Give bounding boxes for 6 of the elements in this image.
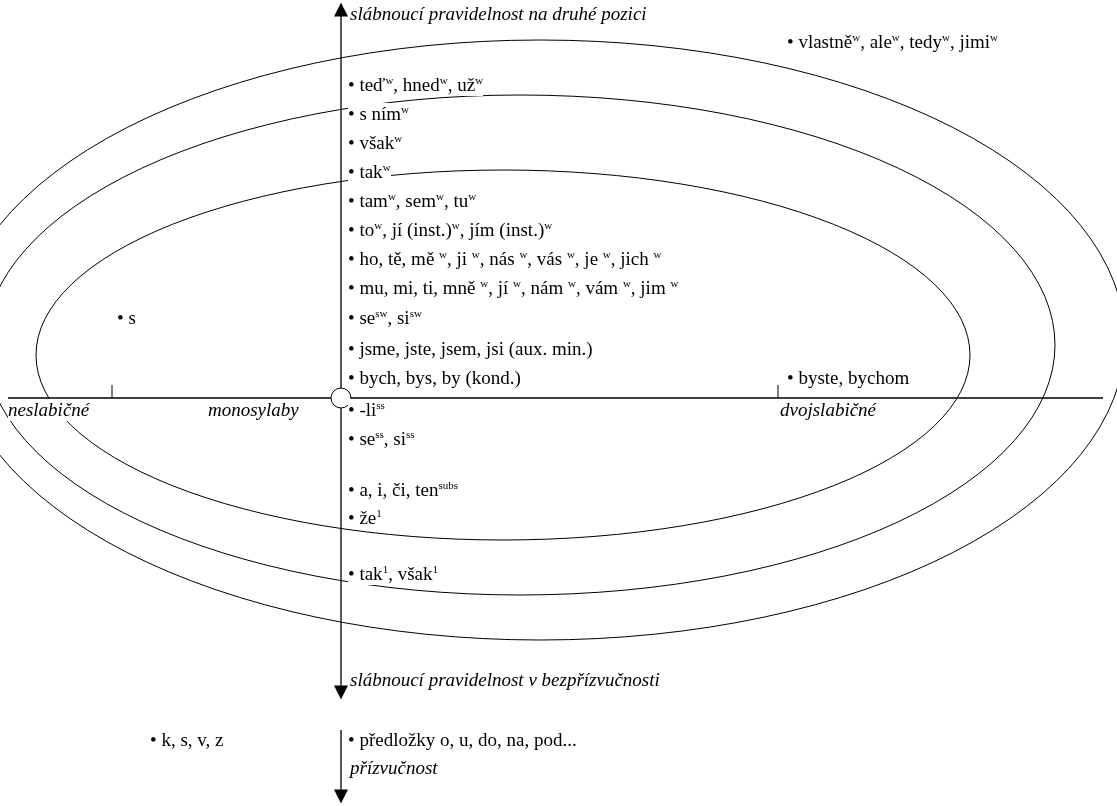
word-list: • tak$^{1}$, však$^{1}$ — [348, 563, 438, 585]
word-list: • jsme, jste, jsem, jsi (aux. min.) — [348, 338, 593, 360]
word-list: • bych, bys, by (kond.) — [348, 367, 521, 389]
word-list: • a, i, či, ten$^{subs}$ — [348, 479, 459, 501]
axis-label: neslabičné — [8, 399, 90, 421]
word-list: • to$^{w}$, jí (inst.)$^{w}$, jím (inst.)$^{w}$ — [348, 219, 553, 241]
